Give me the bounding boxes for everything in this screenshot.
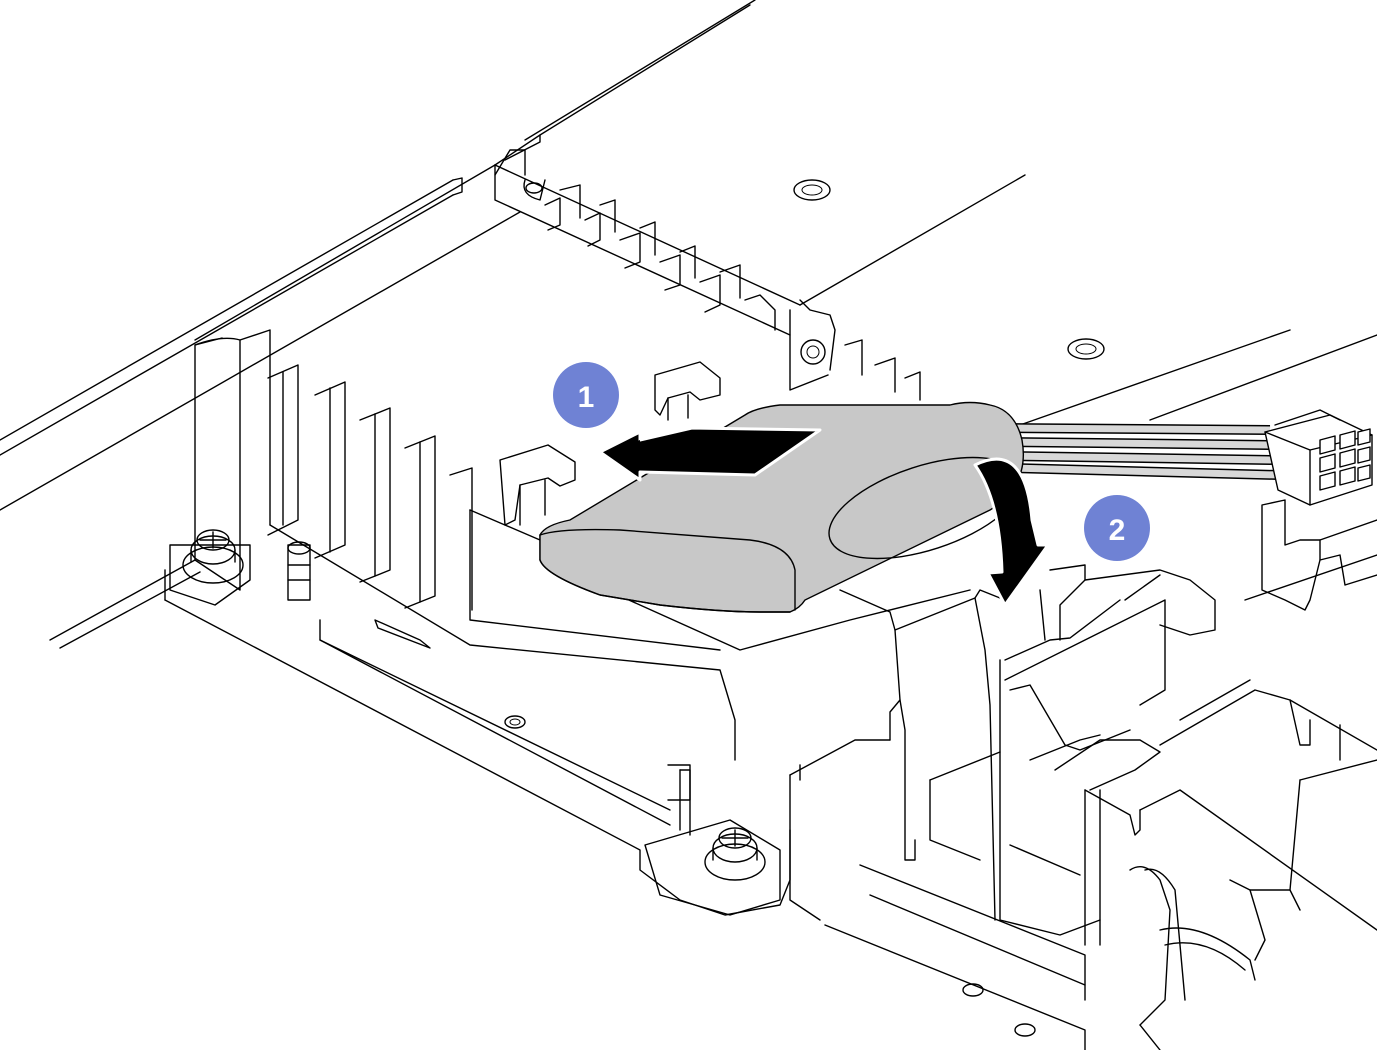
cable-connector-icon: [1264, 409, 1373, 506]
retention-clip: [654, 361, 721, 416]
callout-badge-2: 2: [1084, 495, 1150, 561]
raid-battery-pack: [539, 401, 1024, 613]
curved-arrow-icon: [973, 457, 1050, 607]
rear-comb-slots: [494, 149, 921, 401]
mounting-hole: [1067, 338, 1105, 360]
retention-clip: [499, 444, 576, 526]
callout-badge-1: 1: [553, 362, 619, 428]
badge-label-1: 1: [578, 381, 595, 414]
badge-circle: [1084, 495, 1150, 561]
mounting-hole: [1014, 1023, 1036, 1037]
mounting-hole: [962, 983, 984, 997]
battery-cable: [1004, 423, 1279, 480]
connector-pins: [1319, 428, 1371, 491]
badge-circle: [553, 362, 619, 428]
rotate-arrow: [973, 457, 1050, 607]
bracket-fins: [267, 364, 473, 611]
mounting-hole: [793, 179, 831, 201]
mounting-hole: [504, 715, 526, 729]
support-post: [287, 541, 691, 801]
right-cage: [824, 499, 1377, 1050]
thumbscrew-center: [644, 819, 781, 916]
chassis-rails: [0, 0, 756, 649]
mounting-screw-hole: [800, 339, 826, 365]
straight-arrow-icon: [598, 426, 822, 482]
battery-holder-bracket: [164, 164, 801, 916]
system-board-planes: [793, 174, 1377, 426]
thumbscrew-left: [169, 529, 251, 606]
badge-label-2: 2: [1109, 514, 1126, 547]
